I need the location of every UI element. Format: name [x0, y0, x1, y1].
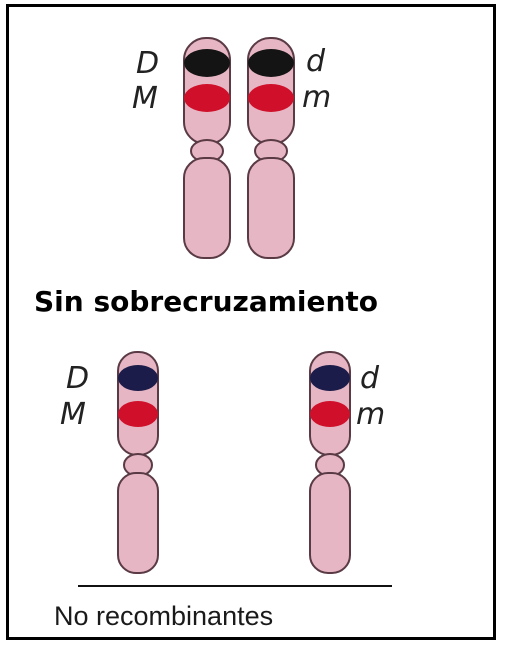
bottom-left-gene-m-band [118, 401, 158, 427]
bottom-right-label-d: d [360, 361, 380, 396]
top-chromosome-right [247, 37, 295, 259]
bottom-chromosome-left [117, 351, 159, 574]
bottom-right-gene-m-band [310, 401, 350, 427]
top-left-label-d: D [136, 46, 159, 81]
top-right-gene-d-band [248, 49, 294, 77]
bottom-chromosome-right [309, 351, 351, 574]
bottom-right-gene-d-band [310, 365, 350, 391]
top-right-label-d: d [306, 44, 326, 79]
top-left-label-m: M [132, 81, 158, 116]
bottom-left-gene-d-band [118, 365, 158, 391]
bottom-left-label-m: M [60, 397, 86, 432]
top-left-gene-d-band [184, 49, 230, 77]
top-left-gene-m-band [184, 84, 230, 112]
caption-text: No recombinantes [54, 601, 273, 631]
top-right-label-m: m [302, 80, 331, 115]
bottom-left-label-d: D [66, 361, 89, 396]
top-right-gene-m-band [248, 84, 294, 112]
bottom-right-label-m: m [356, 397, 385, 432]
section-heading: Sin sobrecruzamiento [34, 285, 378, 318]
top-chromosome-left [183, 37, 231, 259]
